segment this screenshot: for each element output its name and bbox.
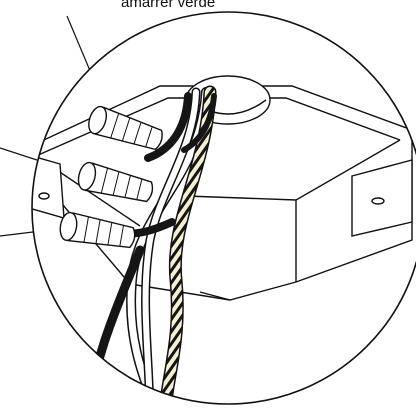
wire-connector-middle xyxy=(77,161,154,203)
wire-connectors xyxy=(59,105,163,249)
box-front-facet xyxy=(185,195,297,201)
mounting-ear-right xyxy=(351,159,413,237)
wire-connector-top xyxy=(88,105,163,151)
screw-slot-right xyxy=(371,197,385,205)
black-wire-4 xyxy=(181,93,217,153)
wire-connector-bottom xyxy=(59,211,136,249)
black-wire-1 xyxy=(144,92,192,162)
connector-caption-label: amarrer verde xyxy=(121,0,216,11)
magnifier-lens-border xyxy=(31,11,416,405)
screw-slot-left xyxy=(38,192,50,200)
box-lower-facet xyxy=(199,291,231,301)
